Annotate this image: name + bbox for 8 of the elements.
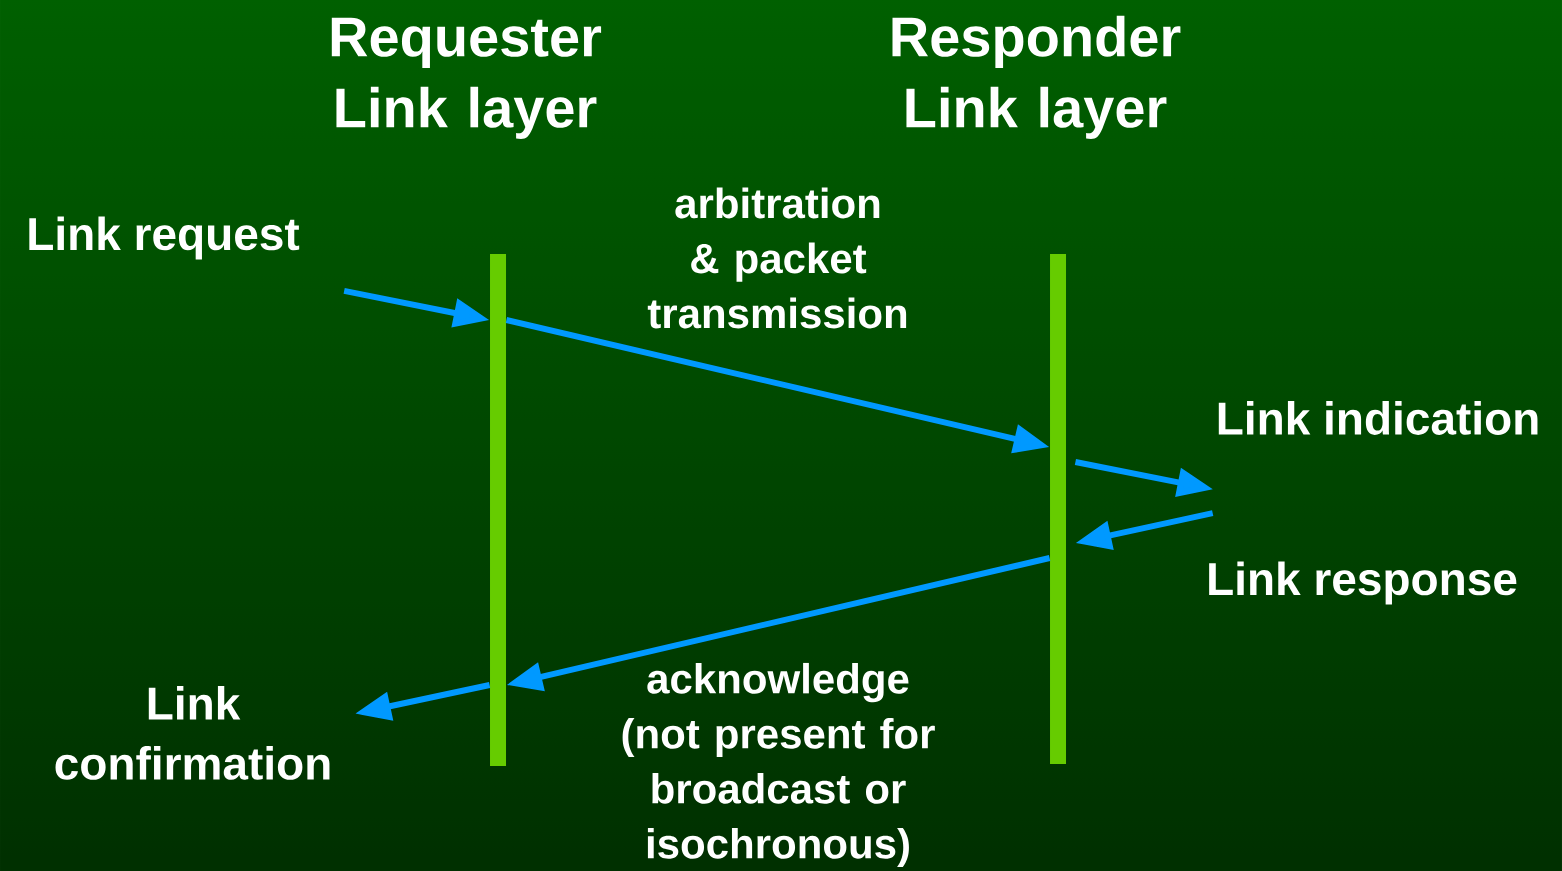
event-label: Link response (1209, 561, 1517, 605)
edge-label: arbitration & packet transmission (647, 187, 907, 329)
lifeline-heading: Requester Link layer (331, 17, 602, 139)
lifeline-heading: Responder Link layer (892, 15, 1181, 139)
event-label: Link indication (1218, 401, 1538, 435)
event-label: Link request (29, 216, 300, 260)
edge-label: acknowledge (not present for broadcast or isochronous) (622, 662, 935, 868)
event-label: Link confirmation (55, 686, 330, 780)
